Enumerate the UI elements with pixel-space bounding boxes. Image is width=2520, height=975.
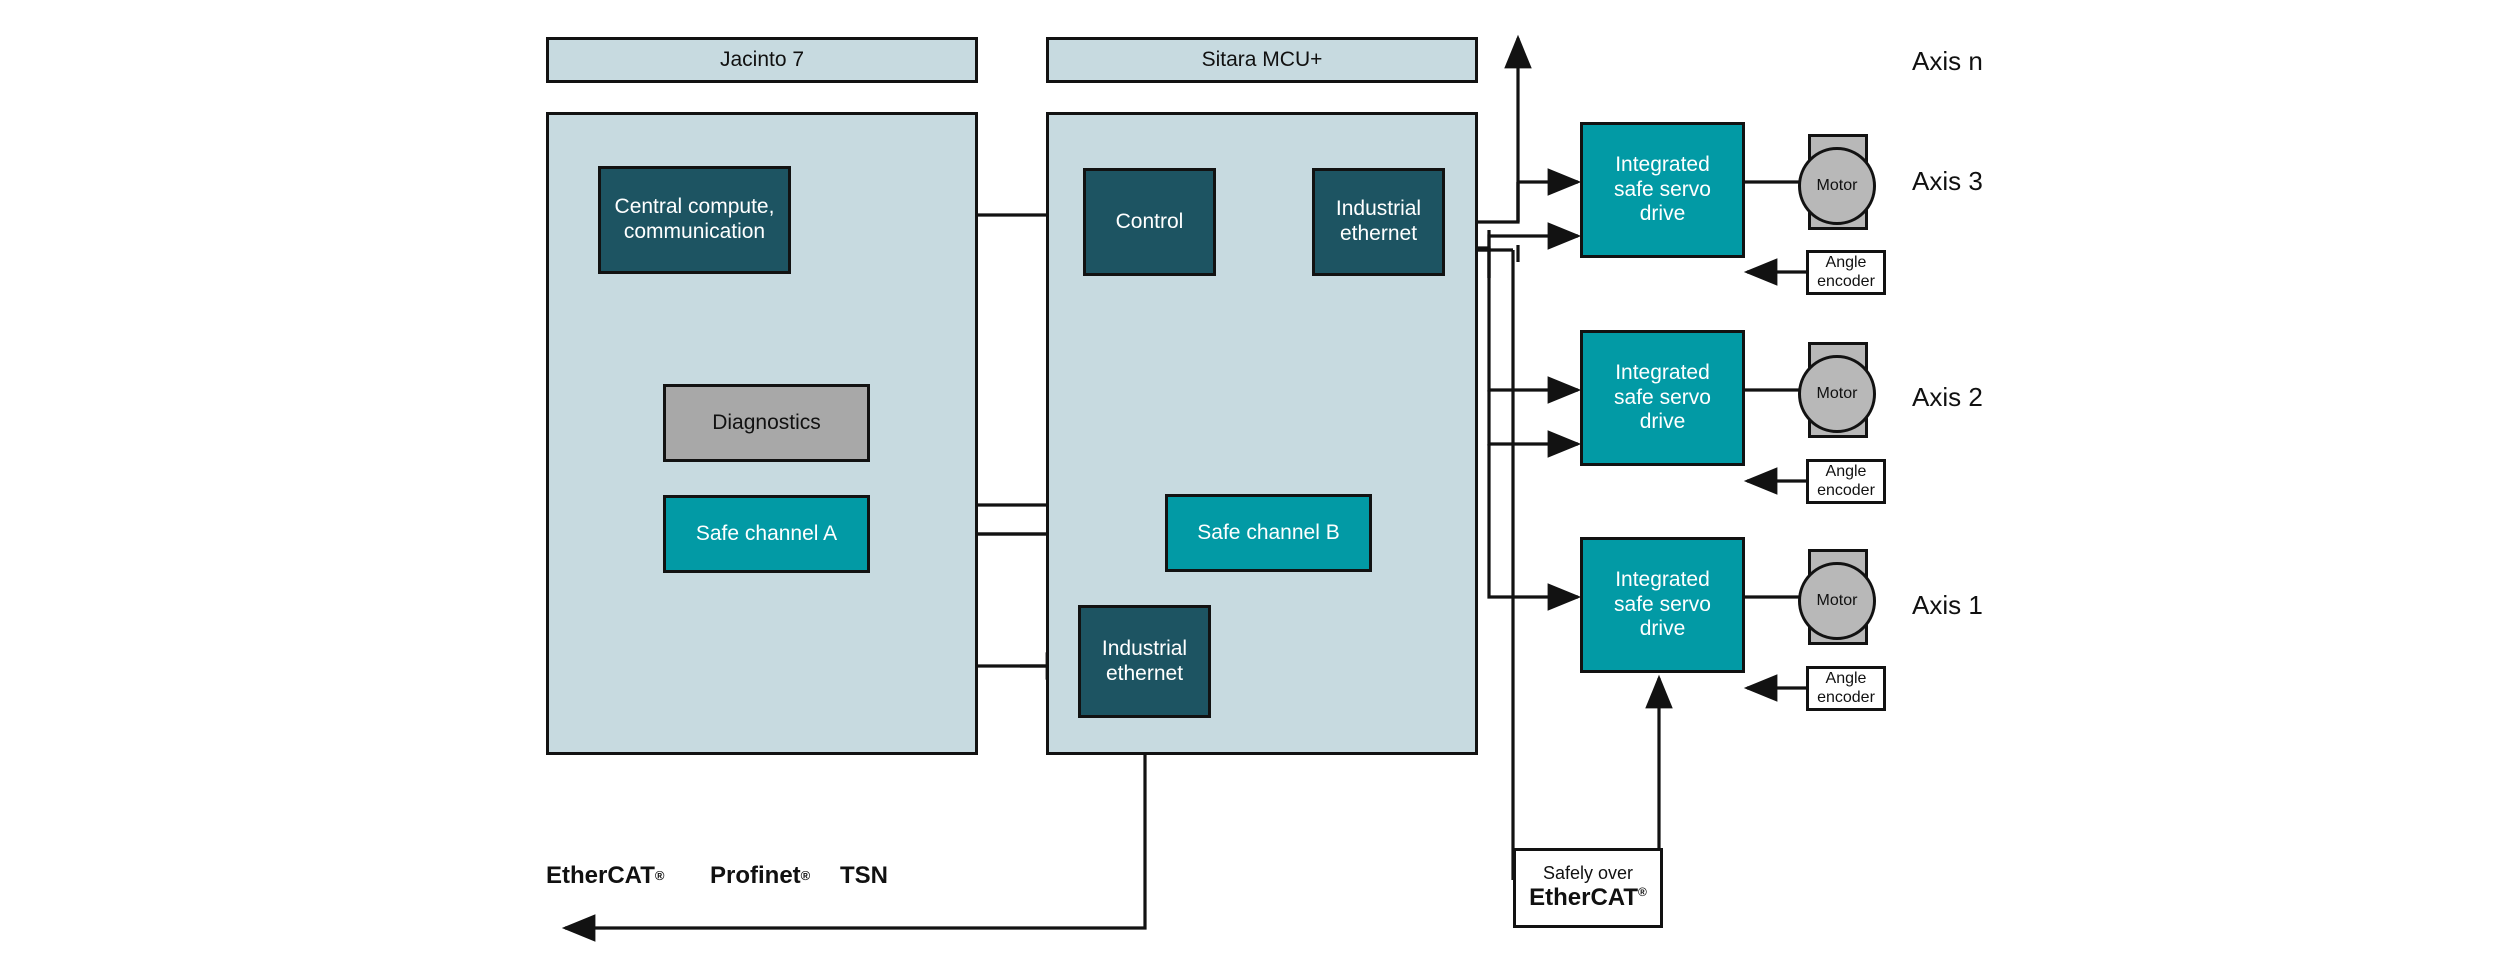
angle-encoder-2[interactable]: Angle encoder [1806, 459, 1886, 504]
servo-drive-2-label: Integrated safe servo drive [1614, 360, 1711, 434]
axis-label-n-text: Axis n [1912, 45, 1983, 76]
link-trunk-to-drive1-in [1487, 444, 1582, 611]
link-trunk-to-drive2-in [1487, 250, 1582, 404]
angle-encoder-1[interactable]: Angle encoder [1806, 666, 1886, 711]
block-industrial-ethernet-bottom[interactable]: Industrial ethernet [1078, 605, 1211, 718]
servo-drive-3-label: Integrated safe servo drive [1614, 152, 1711, 226]
link-trunk-to-drive2-enc [1487, 390, 1582, 458]
servo-drive-3[interactable]: Integrated safe servo drive [1580, 122, 1745, 258]
block-control[interactable]: Control [1083, 168, 1216, 276]
block-safe-channel-b-label: Safe channel B [1197, 520, 1340, 544]
panel-header-sitara: Sitara MCU+ [1046, 37, 1478, 83]
axis-label-2: Axis 2 [1912, 382, 2092, 412]
safety-bus-line2-text: EtherCAT [1529, 884, 1639, 912]
block-industrial-ethernet-top-label: Industrial ethernet [1335, 197, 1422, 245]
block-diagnostics-label: Diagnostics [712, 410, 821, 434]
axis-label-3: Axis 3 [1912, 166, 2092, 196]
panel-header-jacinto-label: Jacinto 7 [719, 47, 805, 71]
angle-encoder-3-label: Angle encoder [1817, 253, 1875, 290]
motor-1[interactable]: Motor [1798, 562, 1876, 640]
protocol-tsn: TSN [840, 860, 1000, 892]
motor-2[interactable]: Motor [1798, 355, 1876, 433]
safety-bus-line2: EtherCAT® [1529, 884, 1647, 912]
safety-bus-label-box: Safely over EtherCAT® [1513, 848, 1663, 928]
motor-3-label: Motor [1816, 176, 1858, 194]
motor-3[interactable]: Motor [1798, 147, 1876, 225]
servo-drive-1[interactable]: Integrated safe servo drive [1580, 537, 1745, 673]
axis-label-1: Axis 1 [1912, 590, 2092, 620]
block-central-compute-label: Central compute, communication [614, 195, 775, 243]
block-industrial-ethernet-top[interactable]: Industrial ethernet [1312, 168, 1445, 276]
block-safe-channel-a[interactable]: Safe channel A [663, 495, 870, 573]
panel-header-sitara-label: Sitara MCU+ [1201, 47, 1323, 71]
protocol-ethercat-label: EtherCAT [546, 861, 655, 889]
link-fieldbus-out [561, 718, 1147, 942]
axis-label-2-text: Axis 2 [1912, 381, 1983, 412]
registered-mark-ethercat: ® [654, 868, 665, 884]
block-industrial-ethernet-bottom-label: Industrial ethernet [1101, 636, 1188, 685]
block-central-compute[interactable]: Central compute, communication [598, 166, 791, 274]
angle-encoder-1-label: Angle encoder [1817, 669, 1875, 706]
safety-bus-line1: Safely over [1542, 863, 1634, 884]
axis-label-3-text: Axis 3 [1912, 165, 1983, 196]
block-diagnostics[interactable]: Diagnostics [663, 384, 870, 462]
servo-drive-2[interactable]: Integrated safe servo drive [1580, 330, 1745, 466]
angle-encoder-2-label: Angle encoder [1817, 462, 1875, 499]
angle-encoder-3[interactable]: Angle encoder [1806, 250, 1886, 295]
axis-label-1-text: Axis 1 [1912, 589, 1983, 620]
protocol-profinet-label: Profinet [710, 861, 801, 889]
motor-2-label: Motor [1816, 384, 1858, 402]
protocol-profinet: Profinet® [710, 860, 910, 892]
block-safe-channel-a-label: Safe channel A [695, 521, 838, 545]
block-control-label: Control [1115, 209, 1184, 233]
panel-header-jacinto: Jacinto 7 [546, 37, 978, 83]
servo-drive-1-label: Integrated safe servo drive [1614, 567, 1711, 641]
link-trunk-to-drive3-enc [1487, 222, 1582, 250]
registered-mark-profinet: ® [800, 868, 811, 884]
protocol-ethercat: EtherCAT® [546, 860, 756, 892]
protocol-tsn-label: TSN [840, 861, 888, 889]
motor-1-label: Motor [1816, 591, 1858, 609]
registered-mark-safety-bus: ® [1638, 885, 1647, 900]
block-safe-channel-b[interactable]: Safe channel B [1165, 494, 1372, 572]
axis-label-n: Axis n [1912, 46, 2092, 76]
